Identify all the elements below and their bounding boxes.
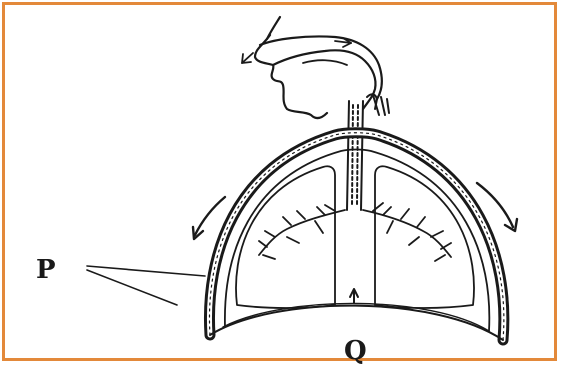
label-p: P bbox=[36, 257, 56, 283]
label-p-pointers bbox=[87, 266, 205, 305]
respiratory-diagram bbox=[5, 5, 554, 358]
diaphragm bbox=[210, 289, 503, 340]
chest-wall bbox=[209, 133, 503, 340]
label-q: Q bbox=[344, 338, 367, 364]
diagram-frame: P Q bbox=[2, 2, 557, 361]
trachea bbox=[347, 94, 389, 210]
